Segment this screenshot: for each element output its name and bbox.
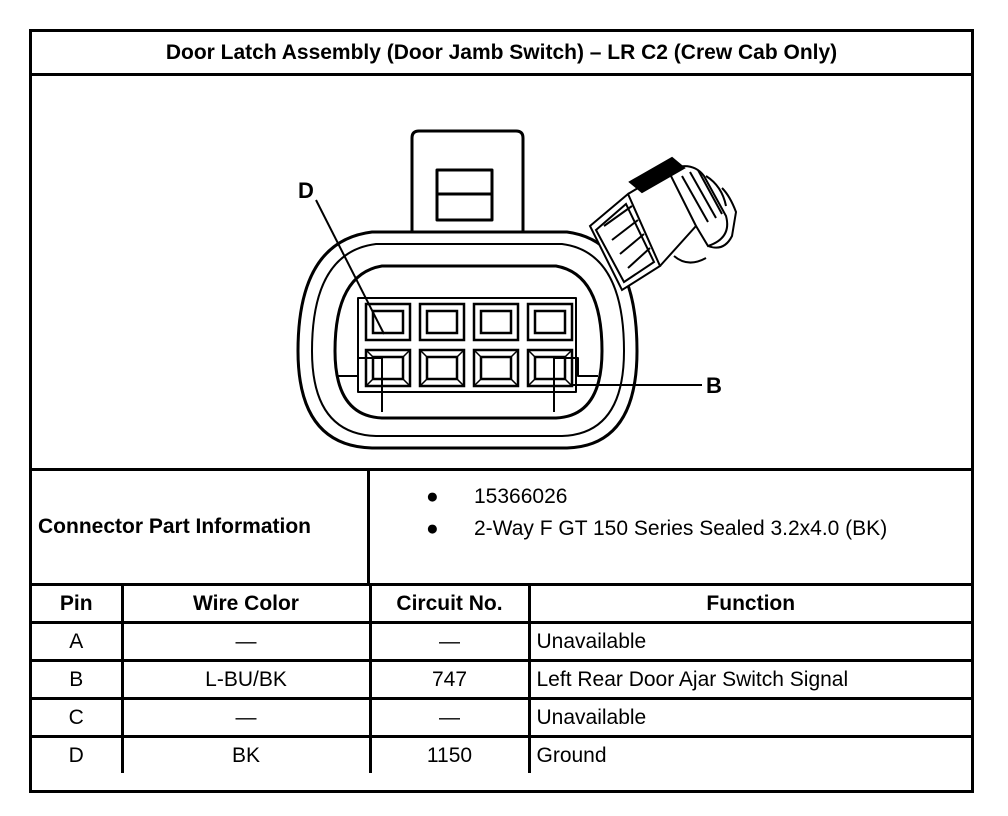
circuit-cell: — (368, 621, 531, 662)
pin-cell: C (32, 697, 124, 738)
connector-figure: D B (32, 76, 971, 468)
bullet-icon: ● (426, 485, 439, 508)
circuit-cell: 747 (368, 659, 531, 700)
callout-d-leader (315, 199, 385, 335)
function-cell: Unavailable (527, 697, 971, 738)
connector-face-icon: D B (296, 129, 738, 450)
function-cell: Unavailable (527, 621, 971, 662)
wire-color-cell: — (120, 697, 372, 738)
connector-sheet: Door Latch Assembly (Door Jamb Switch) –… (29, 29, 974, 793)
pin-cell: B (32, 659, 124, 700)
pin-cell: A (32, 621, 124, 662)
function-cell: Left Rear Door Ajar Switch Signal (527, 659, 971, 700)
table-row: A — — Unavailable (32, 621, 971, 662)
callout-d: D (298, 178, 314, 203)
pin-cell: D (32, 735, 124, 773)
circuit-cell: 1150 (368, 735, 531, 773)
table-row: D BK 1150 Ground (32, 735, 971, 773)
connector-part-info: Connector Part Information ● 15366026 ● … (32, 468, 971, 586)
table-row: B L-BU/BK 747 Left Rear Door Ajar Switch… (32, 659, 971, 700)
pin-table: Pin Wire Color Circuit No. Function A — … (32, 586, 971, 773)
connector-description: 2-Way F GT 150 Series Sealed 3.2x4.0 (BK… (474, 517, 888, 540)
table-row: C — — Unavailable (32, 697, 971, 738)
header-circuit-no: Circuit No. (368, 586, 531, 624)
callout-b: B (706, 373, 722, 398)
connector-info-list: ● 15366026 ● 2-Way F GT 150 Series Seale… (370, 471, 971, 583)
wire-color-cell: — (120, 621, 372, 662)
connector-3d-icon (588, 156, 738, 292)
header-wire-color: Wire Color (120, 586, 372, 624)
bullet-icon: ● (426, 517, 439, 540)
connector-info-label: Connector Part Information (32, 471, 370, 583)
part-number: 15366026 (474, 485, 568, 508)
function-cell: Ground (527, 735, 971, 773)
header-function: Function (527, 586, 971, 624)
circuit-cell: — (368, 697, 531, 738)
page-title: Door Latch Assembly (Door Jamb Switch) –… (32, 32, 971, 76)
wire-color-cell: BK (120, 735, 372, 773)
wire-color-cell: L-BU/BK (120, 659, 372, 700)
header-pin: Pin (32, 586, 124, 624)
table-header-row: Pin Wire Color Circuit No. Function (32, 586, 971, 624)
